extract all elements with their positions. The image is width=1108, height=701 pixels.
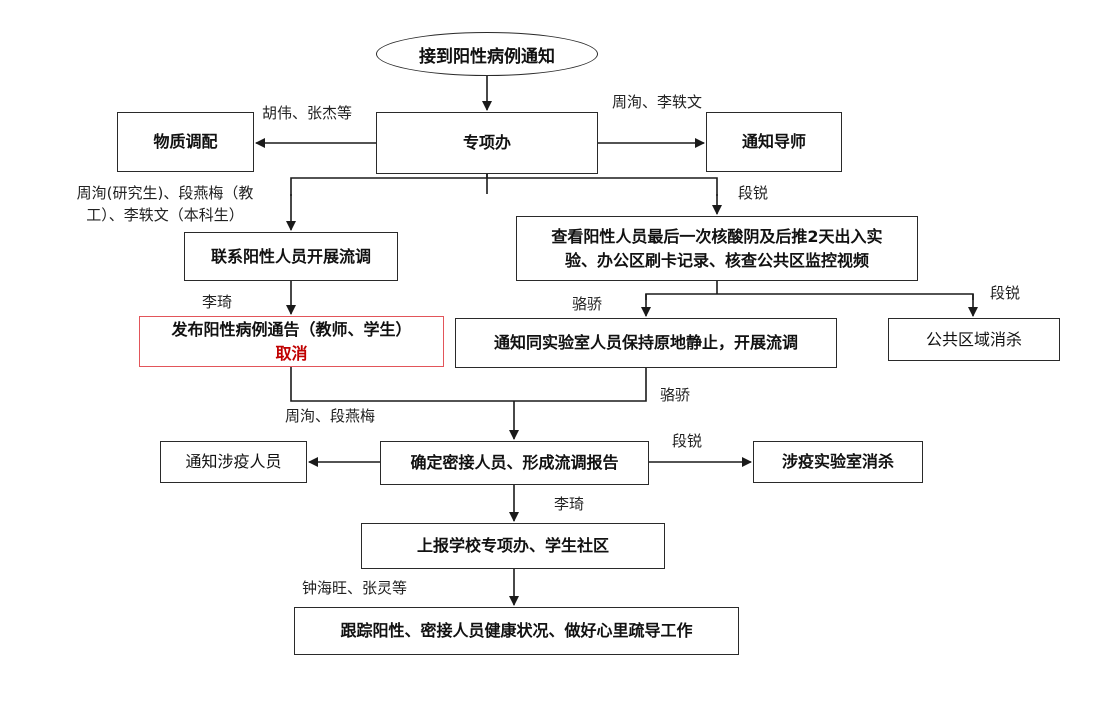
report-school-node: 上报学校专项办、学生社区 bbox=[361, 523, 665, 569]
label-publish: 李琦 bbox=[202, 293, 233, 311]
label-lab-standstill: 骆骄 bbox=[572, 295, 603, 313]
publish-notice-text: 发布阳性病例通告（教师、学生） bbox=[171, 320, 412, 340]
label-report: 李琦 bbox=[554, 495, 585, 513]
label-contact-line-1: 周洵(研究生)、段燕梅（教 bbox=[76, 184, 254, 202]
publish-cancel-text: 取消 bbox=[275, 343, 308, 363]
label-lab-disinfect: 段锐 bbox=[672, 432, 703, 450]
notify-involved-node: 通知涉疫人员 bbox=[160, 441, 307, 483]
line-office-split bbox=[290, 174, 718, 196]
label-mentor: 周洵、李轶文 bbox=[612, 93, 703, 111]
follow-up-node: 跟踪阳性、密接人员健康状况、做好心里疏导工作 bbox=[294, 607, 739, 655]
materials-node-text: 物质调配 bbox=[153, 132, 218, 152]
lab-standstill-node-text: 通知同实验室人员保持原地静止，开展流调 bbox=[493, 333, 798, 353]
check-records-line-2: 验、办公区刷卡记录、核查公共区监控视频 bbox=[564, 250, 869, 270]
label-follow-up: 钟海旺、张灵等 bbox=[302, 579, 408, 597]
start-node: 接到阳性病例通知 bbox=[376, 32, 598, 76]
contact-positive-node: 联系阳性人员开展流调 bbox=[184, 232, 398, 281]
label-contact: 周洵(研究生)、段燕梅（教 工）、李轶文（本科生） bbox=[40, 183, 290, 227]
label-contact-line-2: 工）、李轶文（本科生） bbox=[86, 205, 244, 224]
materials-node: 物质调配 bbox=[117, 112, 254, 172]
follow-up-node-text: 跟踪阳性、密接人员健康状况、做好心里疏导工作 bbox=[340, 621, 693, 641]
publish-notice-node: 发布阳性病例通告（教师、学生） 取消 bbox=[139, 316, 444, 367]
line-lab-merge bbox=[514, 368, 647, 402]
public-disinfect-node-text: 公共区域消杀 bbox=[925, 329, 1022, 349]
label-public-disinfect: 段锐 bbox=[990, 284, 1021, 302]
label-materials: 胡伟、张杰等 bbox=[262, 104, 353, 122]
lab-disinfect-node-text: 涉疫实验室消杀 bbox=[781, 452, 894, 472]
label-merge-right: 骆骄 bbox=[660, 386, 691, 404]
check-records-line-1: 查看阳性人员最后一次核酸阴及后推2天出入实 bbox=[551, 227, 883, 247]
start-node-text: 接到阳性病例通知 bbox=[419, 46, 555, 67]
line-records-split bbox=[645, 281, 974, 300]
check-records-node: 查看阳性人员最后一次核酸阴及后推2天出入实 验、办公区刷卡记录、核查公共区监控视… bbox=[516, 216, 918, 281]
confirm-contacts-node: 确定密接人员、形成流调报告 bbox=[380, 441, 649, 485]
notify-involved-node-text: 通知涉疫人员 bbox=[185, 452, 282, 472]
label-check-records: 段锐 bbox=[738, 184, 769, 202]
office-node-text: 专项办 bbox=[462, 133, 511, 153]
notify-mentor-node-text: 通知导师 bbox=[741, 132, 806, 152]
label-merge-left: 周洵、段燕梅 bbox=[285, 407, 376, 425]
lab-standstill-node: 通知同实验室人员保持原地静止，开展流调 bbox=[455, 318, 837, 368]
confirm-contacts-node-text: 确定密接人员、形成流调报告 bbox=[410, 453, 619, 473]
contact-positive-node-text: 联系阳性人员开展流调 bbox=[210, 246, 371, 266]
notify-mentor-node: 通知导师 bbox=[706, 112, 842, 172]
office-node: 专项办 bbox=[376, 112, 598, 174]
report-school-node-text: 上报学校专项办、学生社区 bbox=[416, 536, 609, 556]
line-publish-merge bbox=[290, 367, 514, 402]
lab-disinfect-node: 涉疫实验室消杀 bbox=[753, 441, 923, 483]
public-disinfect-node: 公共区域消杀 bbox=[888, 318, 1060, 361]
